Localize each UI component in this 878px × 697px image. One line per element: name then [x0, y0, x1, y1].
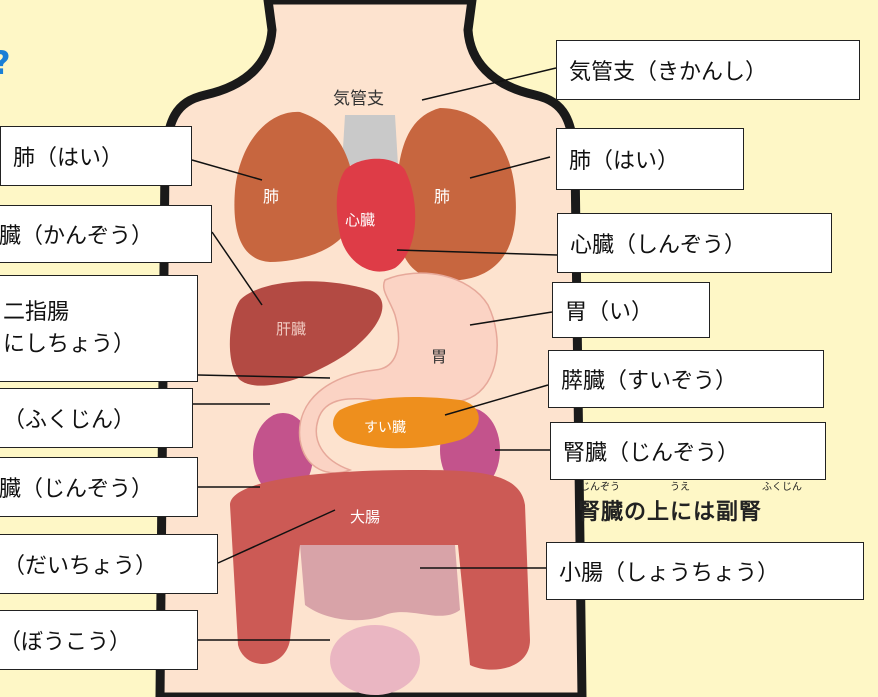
label-kidney-right: 腎臓（じんぞう）	[550, 422, 826, 480]
label-large-intestine: （だいちょう）	[0, 534, 218, 594]
label-stomach: 胃（い）	[552, 282, 710, 338]
label-pancreas: 膵臓（すいぞう）	[548, 350, 824, 408]
organ-text-lung-right: 肺	[434, 187, 450, 206]
note-text: 腎臓の上には副腎	[578, 494, 762, 526]
label-small-intestine: 小腸（しょうちょう）	[546, 542, 864, 600]
organ-text-trachea: 気管支	[333, 89, 384, 109]
label-liver: 臓（かんぞう）	[0, 205, 212, 263]
ruby-ue: うえ	[670, 478, 690, 493]
label-duodenum-line2: にしちょう）	[3, 329, 135, 361]
trachea-shape	[342, 115, 398, 165]
bladder-shape	[330, 625, 420, 695]
label-kidney-left: 臓（じんぞう）	[0, 457, 198, 517]
organ-text-stomach: 胃	[431, 347, 447, 366]
question-mark: ?	[0, 44, 11, 82]
label-lung-left: 肺（はい）	[0, 126, 192, 186]
label-heart: 心臓（しんぞう）	[557, 213, 832, 273]
organ-text-liver: 肝臓	[276, 320, 306, 338]
organ-text-lung-left: 肺	[263, 187, 279, 206]
label-adrenal: （ふくじん）	[0, 388, 193, 448]
label-lung-right: 肺（はい）	[556, 128, 744, 190]
label-trachea: 気管支（きかんし）	[556, 40, 860, 100]
small-intestine-shape	[300, 545, 460, 620]
ruby-fukujin: ふくじん	[762, 478, 802, 493]
ruby-jinzou: じんぞう	[580, 478, 620, 493]
organ-text-large-intestine: 大腸	[350, 508, 380, 526]
label-duodenum: 二指腸 にしちょう）	[0, 275, 198, 382]
organ-text-heart: 心臓	[345, 211, 375, 229]
organ-text-pancreas: すい臓	[364, 420, 406, 436]
label-duodenum-line1: 二指腸	[3, 297, 69, 329]
label-bladder: （ぼうこう）	[0, 610, 198, 670]
